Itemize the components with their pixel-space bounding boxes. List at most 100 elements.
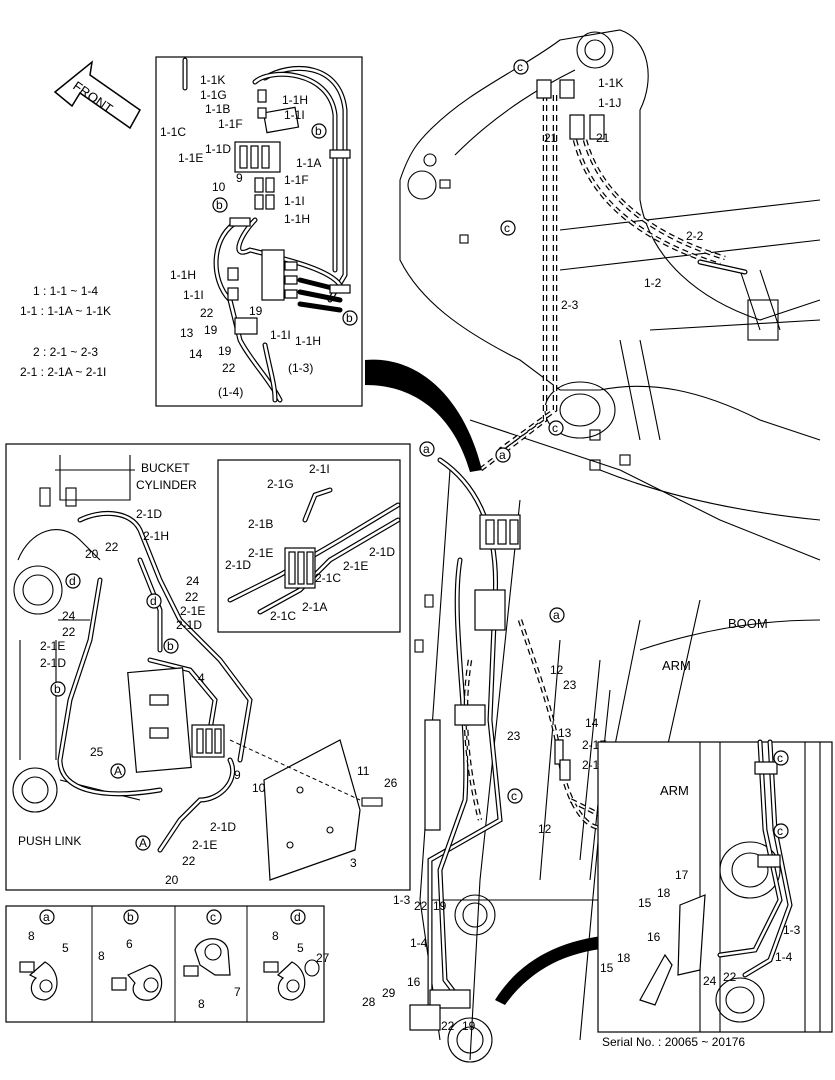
label: 19	[249, 304, 263, 318]
label: 22	[185, 590, 199, 604]
label: (1-4)	[218, 385, 243, 399]
label: 23	[563, 678, 577, 692]
label: 13	[558, 726, 572, 740]
legend-line-2: 1-1 : 1-1A ~ 1-1K	[20, 304, 111, 318]
label: 28	[362, 995, 376, 1009]
callout-c: c	[552, 421, 558, 435]
inset-arm-labels: 17 18 15 16 15 18 1-3 24 22 1-4	[600, 868, 801, 988]
label: 1-1H	[170, 268, 196, 282]
label: 17	[675, 868, 689, 882]
label: 21	[544, 131, 558, 145]
label: 22	[414, 899, 428, 913]
label: 22	[62, 625, 76, 639]
label: 15	[600, 961, 614, 975]
label: 9	[236, 171, 243, 185]
front-arrow: FRONT	[53, 60, 141, 130]
bucket-cylinder-title-1: BUCKET	[141, 461, 190, 475]
label: 1-1H	[284, 212, 310, 226]
label: 1-1F	[218, 117, 243, 131]
label: 2-1G	[267, 477, 294, 491]
clamp-letter: d	[294, 910, 301, 924]
callout-a: a	[553, 608, 560, 622]
inset-valve: 2-1I 2-1G 2-1B 2-1E 2-1D 2-1C 2-1A 2-1D …	[217, 459, 401, 633]
connection-sweep-right	[495, 935, 610, 1005]
label: 1-1I	[284, 194, 305, 208]
label: 8	[98, 949, 105, 963]
label: 7	[234, 985, 241, 999]
label: 5	[62, 941, 69, 955]
legend-line-4: 2-1 : 2-1A ~ 2-1I	[20, 365, 106, 379]
label: 1-1I	[284, 108, 305, 122]
inset-left-callouts: d d b b A A	[50, 573, 179, 851]
label: (1-3)	[288, 361, 313, 375]
label: 25	[90, 745, 104, 759]
label: 2-1D	[225, 558, 251, 572]
label: 6	[126, 937, 133, 951]
connection-sweep-top	[365, 359, 482, 472]
label: 13	[180, 326, 194, 340]
label: 21	[596, 131, 610, 145]
label: 20	[165, 873, 179, 887]
label: 22	[200, 306, 214, 320]
label: 19	[218, 344, 232, 358]
callout-c: c	[777, 751, 783, 765]
label: 1-1K	[598, 76, 623, 90]
callout-A: A	[139, 836, 147, 850]
push-link-title: PUSH LINK	[18, 834, 81, 848]
label: 22	[105, 540, 119, 554]
label: 19	[433, 899, 447, 913]
label: 2-1D	[210, 820, 236, 834]
legend-line-3: 2 : 2-1 ~ 2-3	[33, 345, 98, 359]
label: 1-1C	[160, 125, 186, 139]
label: 2-1D	[40, 656, 66, 670]
clamp-letter: c	[210, 910, 216, 924]
label: 23	[507, 729, 521, 743]
label: 2-1A	[302, 600, 327, 614]
label: 2-1E	[180, 604, 205, 618]
main-callouts: c c c c a a a	[419, 59, 565, 804]
label: 2-1E	[343, 559, 368, 573]
label: 5	[297, 941, 304, 955]
label: 4	[198, 671, 205, 685]
label: 12	[538, 822, 552, 836]
callout-b: b	[54, 682, 61, 696]
label: 1-1B	[205, 102, 230, 116]
label: 2-1D	[176, 618, 202, 632]
label: 1-1I	[183, 288, 204, 302]
callout-b: b	[346, 311, 353, 325]
label: 2-1B	[248, 517, 273, 531]
label: 2-2	[686, 229, 704, 243]
label: 8	[272, 929, 279, 943]
label: 26	[384, 776, 398, 790]
label: 10	[252, 781, 266, 795]
label: 1-1E	[178, 151, 203, 165]
arm-inset-title: ARM	[660, 783, 689, 798]
clamp-legend: a 8 5 b 6 8 c 7 8 d 8 5 27	[5, 905, 330, 1023]
label: 1-4	[775, 950, 793, 964]
label: 19	[204, 323, 218, 337]
main-hoses	[409, 79, 748, 1031]
clamp-letter: a	[43, 910, 50, 924]
label: 22	[222, 361, 236, 375]
label: 2-1D	[136, 507, 162, 521]
label: 1-1H	[282, 93, 308, 107]
label: 1-3	[783, 923, 801, 937]
legend-line-1: 1 : 1-1 ~ 1-4	[33, 284, 98, 298]
callout-d: d	[69, 574, 76, 588]
inset-left-labels: 2-1D 22 2-1H 20 24 22 2-1E 2-1D 24 22 2-…	[40, 507, 398, 887]
callout-c: c	[517, 60, 523, 74]
label: 2-3	[561, 298, 579, 312]
callout-c: c	[777, 824, 783, 838]
callout-a: a	[423, 442, 430, 456]
label: 2-1H	[143, 529, 169, 543]
label: 1-1A	[296, 156, 321, 170]
label: 22	[723, 970, 737, 984]
label: 29	[382, 986, 396, 1000]
callout-d: d	[150, 594, 157, 608]
label: 1-1I	[270, 328, 291, 342]
label: 8	[198, 997, 205, 1011]
inset-arm: ARM 17 18 15 16 15 18 1-3 24 22 1-4 c c	[597, 739, 833, 1033]
label: 2-1C	[270, 609, 296, 623]
label: 24	[186, 574, 200, 588]
label: 14	[189, 347, 203, 361]
